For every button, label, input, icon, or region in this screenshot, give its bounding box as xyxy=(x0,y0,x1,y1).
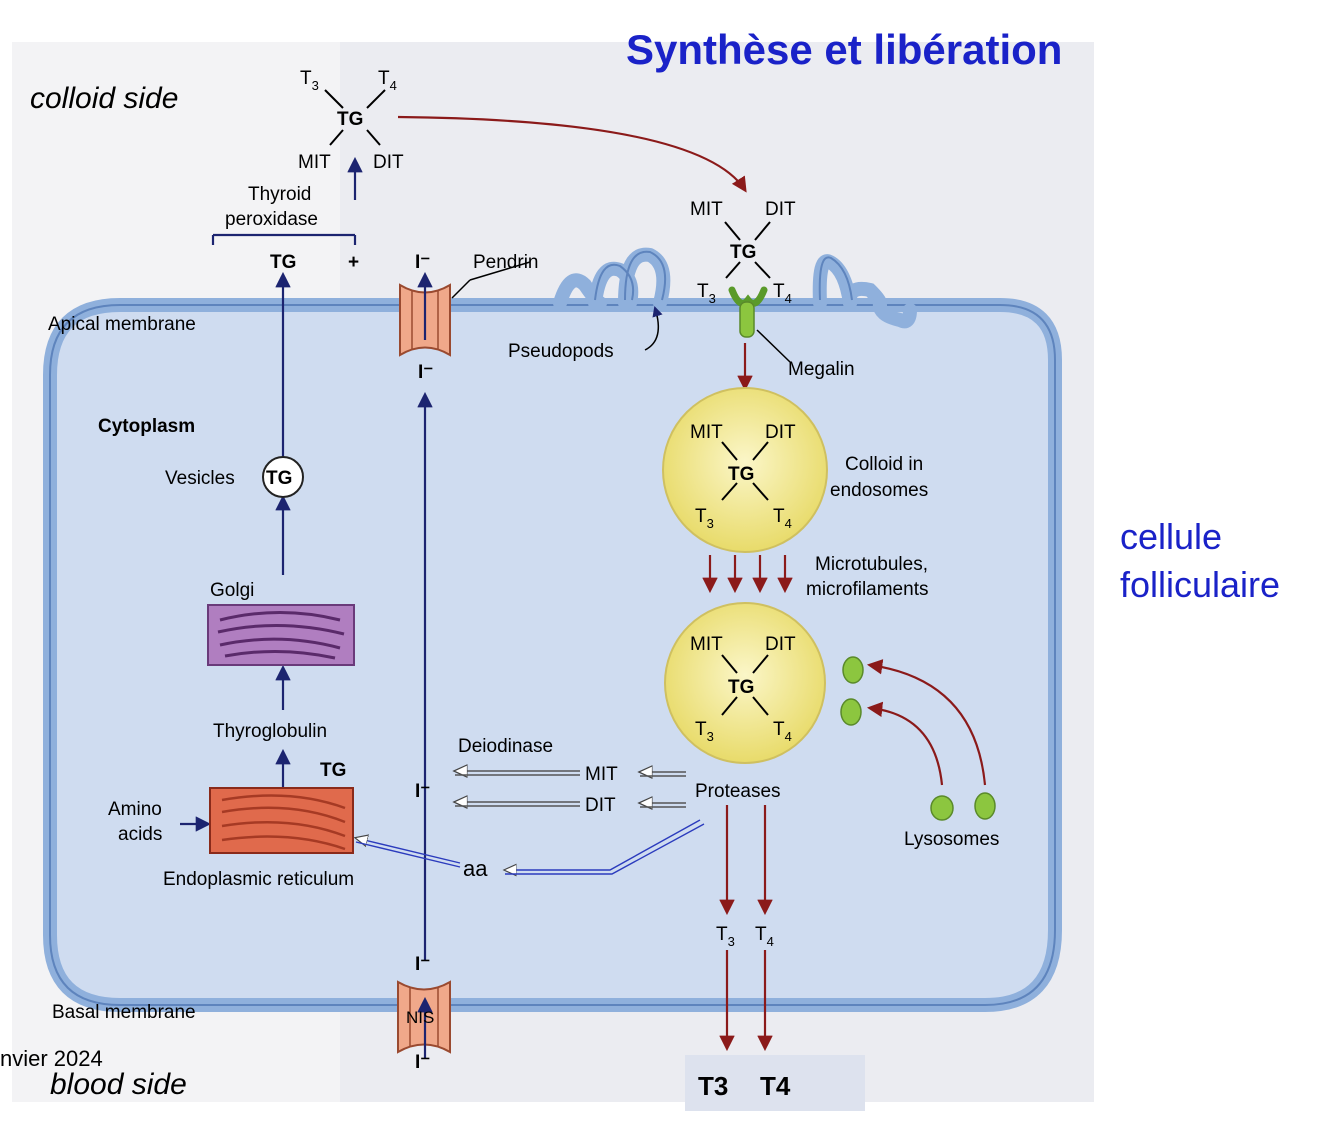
endoplasmic-reticulum-shape xyxy=(209,787,354,854)
t3-megalin: T3 xyxy=(697,281,716,306)
mit-top: MIT xyxy=(298,152,331,173)
proteases-label: Proteases xyxy=(695,781,781,802)
microtubule-arrows xyxy=(702,555,793,594)
colloid-uptake-arrow xyxy=(397,115,747,193)
t3-exit: T3 xyxy=(716,924,735,949)
tg-top-cross xyxy=(324,89,386,146)
megalin-pointer xyxy=(756,329,791,363)
dit-endosome: DIT xyxy=(765,422,796,443)
tg-megalin: TG xyxy=(730,242,756,263)
cell-membrane-outline xyxy=(49,304,1056,1006)
iodide-apical: I⁻ xyxy=(415,252,430,273)
thyroid-peroxidase-line2: peroxidase xyxy=(225,209,318,230)
page-title: Synthèse et libération xyxy=(626,26,1063,73)
microtubules-line1: Microtubules, xyxy=(815,554,928,575)
colloid-endosome xyxy=(662,387,828,553)
amino-acids-line2: acids xyxy=(118,824,162,845)
plus-sign: + xyxy=(348,252,359,273)
iodide-below-pendrin: I⁻ xyxy=(418,362,433,383)
pseudopods-pointer xyxy=(644,305,663,351)
side-label-line1: cellule xyxy=(1120,516,1223,557)
pendrin-pointer xyxy=(451,279,471,299)
lysosomes-label: Lysosomes xyxy=(904,829,999,850)
golgi-apparatus xyxy=(207,604,355,666)
t4-megalin: T4 xyxy=(773,281,792,306)
megalin-label: Megalin xyxy=(788,359,855,380)
t4-phagolysosome: T4 xyxy=(773,719,792,744)
thyroid-peroxidase-line1: Thyroid xyxy=(248,184,311,205)
blood-side-label: blood side xyxy=(50,1068,187,1101)
protease-output-arrows xyxy=(719,805,773,1052)
mit-phagolysosome: MIT xyxy=(690,634,723,655)
vesicle-tg-circle xyxy=(262,456,304,498)
t4-endosome: T4 xyxy=(773,506,792,531)
deiodinase-label: Deiodinase xyxy=(458,736,553,757)
lysosome-arrows xyxy=(866,659,987,786)
t3-top: T3 xyxy=(300,68,319,93)
mit-deiodinase: MIT xyxy=(585,764,618,785)
t4-blood: T4 xyxy=(760,1071,791,1101)
amino-acids-line1: Amino xyxy=(108,799,162,820)
tg-top: TG xyxy=(337,109,363,130)
colloid-endosomes-line1: Colloid in xyxy=(845,454,923,475)
pseudopods-label: Pseudopods xyxy=(508,341,614,362)
basal-membrane-label: Basal membrane xyxy=(52,1002,196,1023)
dit-top: DIT xyxy=(373,152,404,173)
iodide-basal: I⁻ xyxy=(415,954,430,975)
iodide-recycled: I⁻ xyxy=(415,781,430,802)
iodide-blood: I⁻ xyxy=(415,1052,430,1073)
golgi-label: Golgi xyxy=(210,580,254,601)
tg-endosome-cross xyxy=(721,441,769,501)
tg-apical: TG xyxy=(270,252,296,273)
apical-membrane-label: Apical membrane xyxy=(48,314,196,335)
dit-deiodinase: DIT xyxy=(585,795,616,816)
megalin-receptor xyxy=(728,286,768,338)
tg-phagolysosome-cross xyxy=(721,654,769,716)
t3-blood: T3 xyxy=(698,1071,728,1101)
nis-label: NIS xyxy=(406,1008,434,1027)
t3-endosome: T3 xyxy=(695,506,714,531)
dit-phagolysosome: DIT xyxy=(765,634,796,655)
cell-membrane xyxy=(43,298,1062,1012)
left-pathway-arrows xyxy=(180,156,433,1058)
dit-megalin: DIT xyxy=(765,199,796,220)
thyroglobulin-label: Thyroglobulin xyxy=(213,721,327,742)
lysosomes xyxy=(840,656,996,821)
aa-arrows xyxy=(356,819,705,874)
t4-exit: T4 xyxy=(755,924,774,949)
tg-megalin-cross xyxy=(724,221,771,279)
t4-top: T4 xyxy=(378,68,397,93)
deiodinase-arrows xyxy=(455,771,686,807)
aa-label: aa xyxy=(463,856,488,881)
colloid-endosomes-line2: endosomes xyxy=(830,480,928,501)
t3-phagolysosome: T3 xyxy=(695,719,714,744)
tg-vesicle: TG xyxy=(266,468,292,489)
mit-megalin: MIT xyxy=(690,199,723,220)
vesicles-label: Vesicles xyxy=(165,468,235,489)
tg-phagolysosome: TG xyxy=(728,677,754,698)
footer-date: nvier 2024 xyxy=(0,1046,103,1071)
cytoplasm-label: Cytoplasm xyxy=(98,416,195,437)
microtubules-line2: microfilaments xyxy=(806,579,928,600)
tg-er: TG xyxy=(320,760,346,781)
blood-output-box xyxy=(685,1055,865,1111)
colloid-side-label: colloid side xyxy=(30,82,179,115)
side-label-line2: folliculaire xyxy=(1120,564,1281,605)
tg-endosome: TG xyxy=(728,464,754,485)
mit-endosome: MIT xyxy=(690,422,723,443)
er-label: Endoplasmic reticulum xyxy=(163,869,354,890)
phagolysosome xyxy=(664,602,826,764)
pendrin-label: Pendrin xyxy=(473,252,539,273)
